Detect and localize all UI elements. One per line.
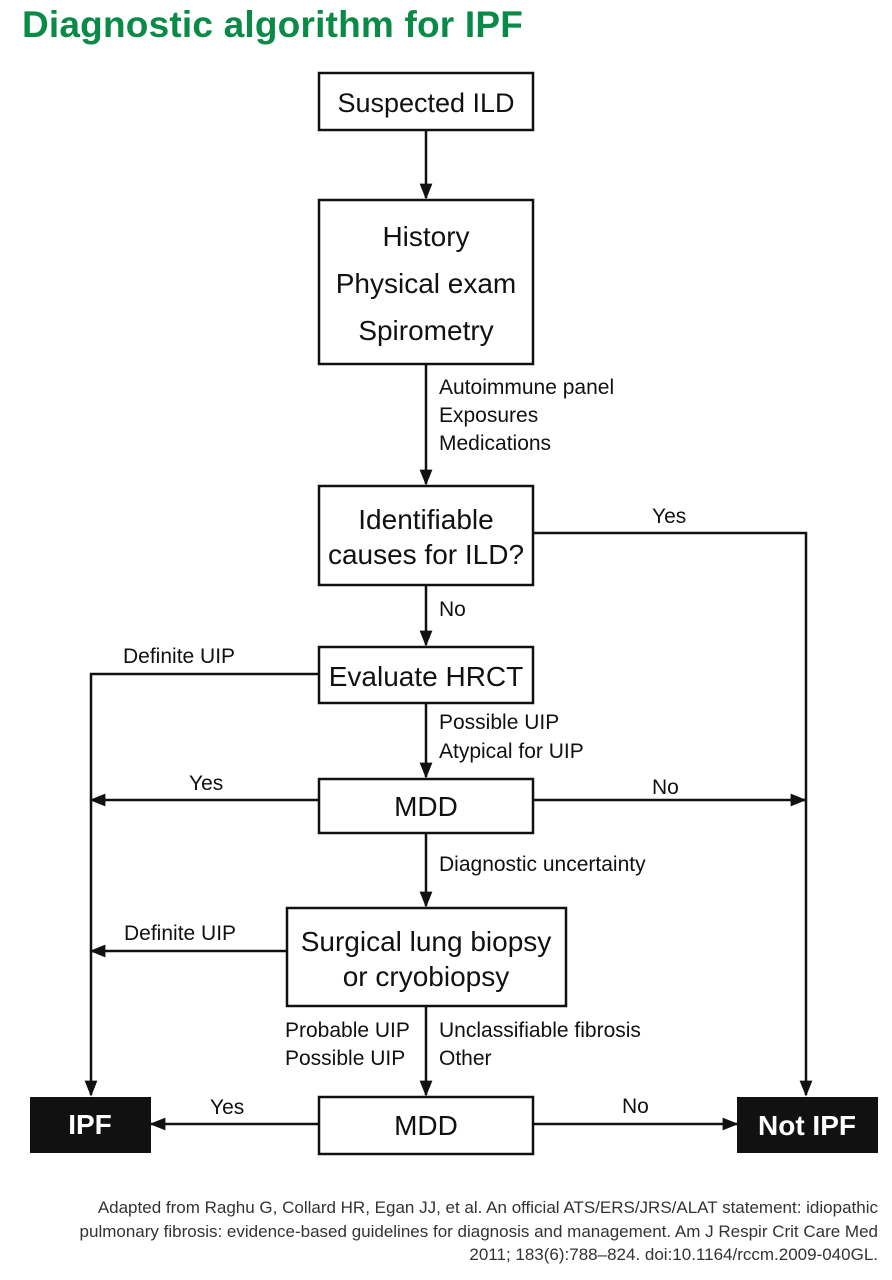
edge-label-atypical-uip: Atypical for UIP xyxy=(439,740,584,763)
node-history-line-1: History xyxy=(382,221,469,252)
node-identifiable-line-2: causes for ILD? xyxy=(328,539,524,570)
edge-label-biopsy-definite-uip: Definite UIP xyxy=(124,922,236,945)
node-history-line-3: Spirometry xyxy=(358,315,493,346)
edge-label-unclassifiable: Unclassifiable fibrosis xyxy=(439,1019,641,1042)
page-title: Diagnostic algorithm for IPF xyxy=(22,4,524,45)
node-mdd-2-label: MDD xyxy=(394,1110,458,1141)
node-ipf xyxy=(30,1097,151,1153)
node-biopsy-line-2: or cryobiopsy xyxy=(343,961,510,992)
edge-label-mdd2-no: No xyxy=(622,1095,649,1118)
node-biopsy-line-1: Surgical lung biopsy xyxy=(301,926,552,957)
edge-label-probable-uip: Probable UIP xyxy=(285,1019,410,1042)
edge-label-tests-3: Medications xyxy=(439,432,551,455)
node-evaluate-hrct-label: Evaluate HRCT xyxy=(329,661,524,692)
edge-label-causes-no: No xyxy=(439,598,466,621)
edge-label-causes-yes: Yes xyxy=(652,505,686,528)
citation-footer: Adapted from Raghu G, Collard HR, Egan J… xyxy=(18,1196,878,1267)
edge-label-uncertainty: Diagnostic uncertainty xyxy=(439,853,646,876)
node-mdd-1 xyxy=(317,777,535,835)
citation-line-2: pulmonary fibrosis: evidence-based guide… xyxy=(79,1221,878,1241)
edge-label-other: Other xyxy=(439,1047,492,1070)
edge-label-tests-2: Exposures xyxy=(439,404,538,427)
edge-label-mdd2-yes: Yes xyxy=(210,1096,244,1119)
edge-causes-yes xyxy=(533,531,813,1097)
edge-label-hrct-definite-uip: Definite UIP xyxy=(123,645,235,668)
node-identifiable-line-1: Identifiable xyxy=(358,504,493,535)
edge-label-possible-uip-biopsy: Possible UIP xyxy=(285,1047,405,1070)
node-mdd-1-label: MDD xyxy=(394,791,458,822)
node-ipf-label: IPF xyxy=(68,1109,112,1140)
node-history xyxy=(317,198,535,366)
node-suspected-ild-label: Suspected ILD xyxy=(337,88,514,118)
node-suspected-ild xyxy=(317,71,535,132)
node-identifiable-causes xyxy=(317,484,535,587)
node-mdd-2 xyxy=(317,1095,535,1156)
node-not-ipf-label: Not IPF xyxy=(758,1110,856,1141)
node-biopsy xyxy=(285,906,568,1008)
citation-line-1: Adapted from Raghu G, Collard HR, Egan J… xyxy=(97,1198,878,1217)
edge-label-mdd1-yes: Yes xyxy=(189,772,223,795)
node-history-line-2: Physical exam xyxy=(336,268,517,299)
edge-label-mdd1-no: No xyxy=(652,776,679,799)
node-evaluate-hrct xyxy=(317,645,535,705)
node-not-ipf xyxy=(737,1097,878,1153)
edge-label-possible-uip: Possible UIP xyxy=(439,711,559,734)
citation-line-3: 2011; 183(6):788–824. doi:10.1164/rccm.2… xyxy=(469,1245,878,1264)
edge-label-tests-1: Autoimmune panel xyxy=(439,376,614,399)
